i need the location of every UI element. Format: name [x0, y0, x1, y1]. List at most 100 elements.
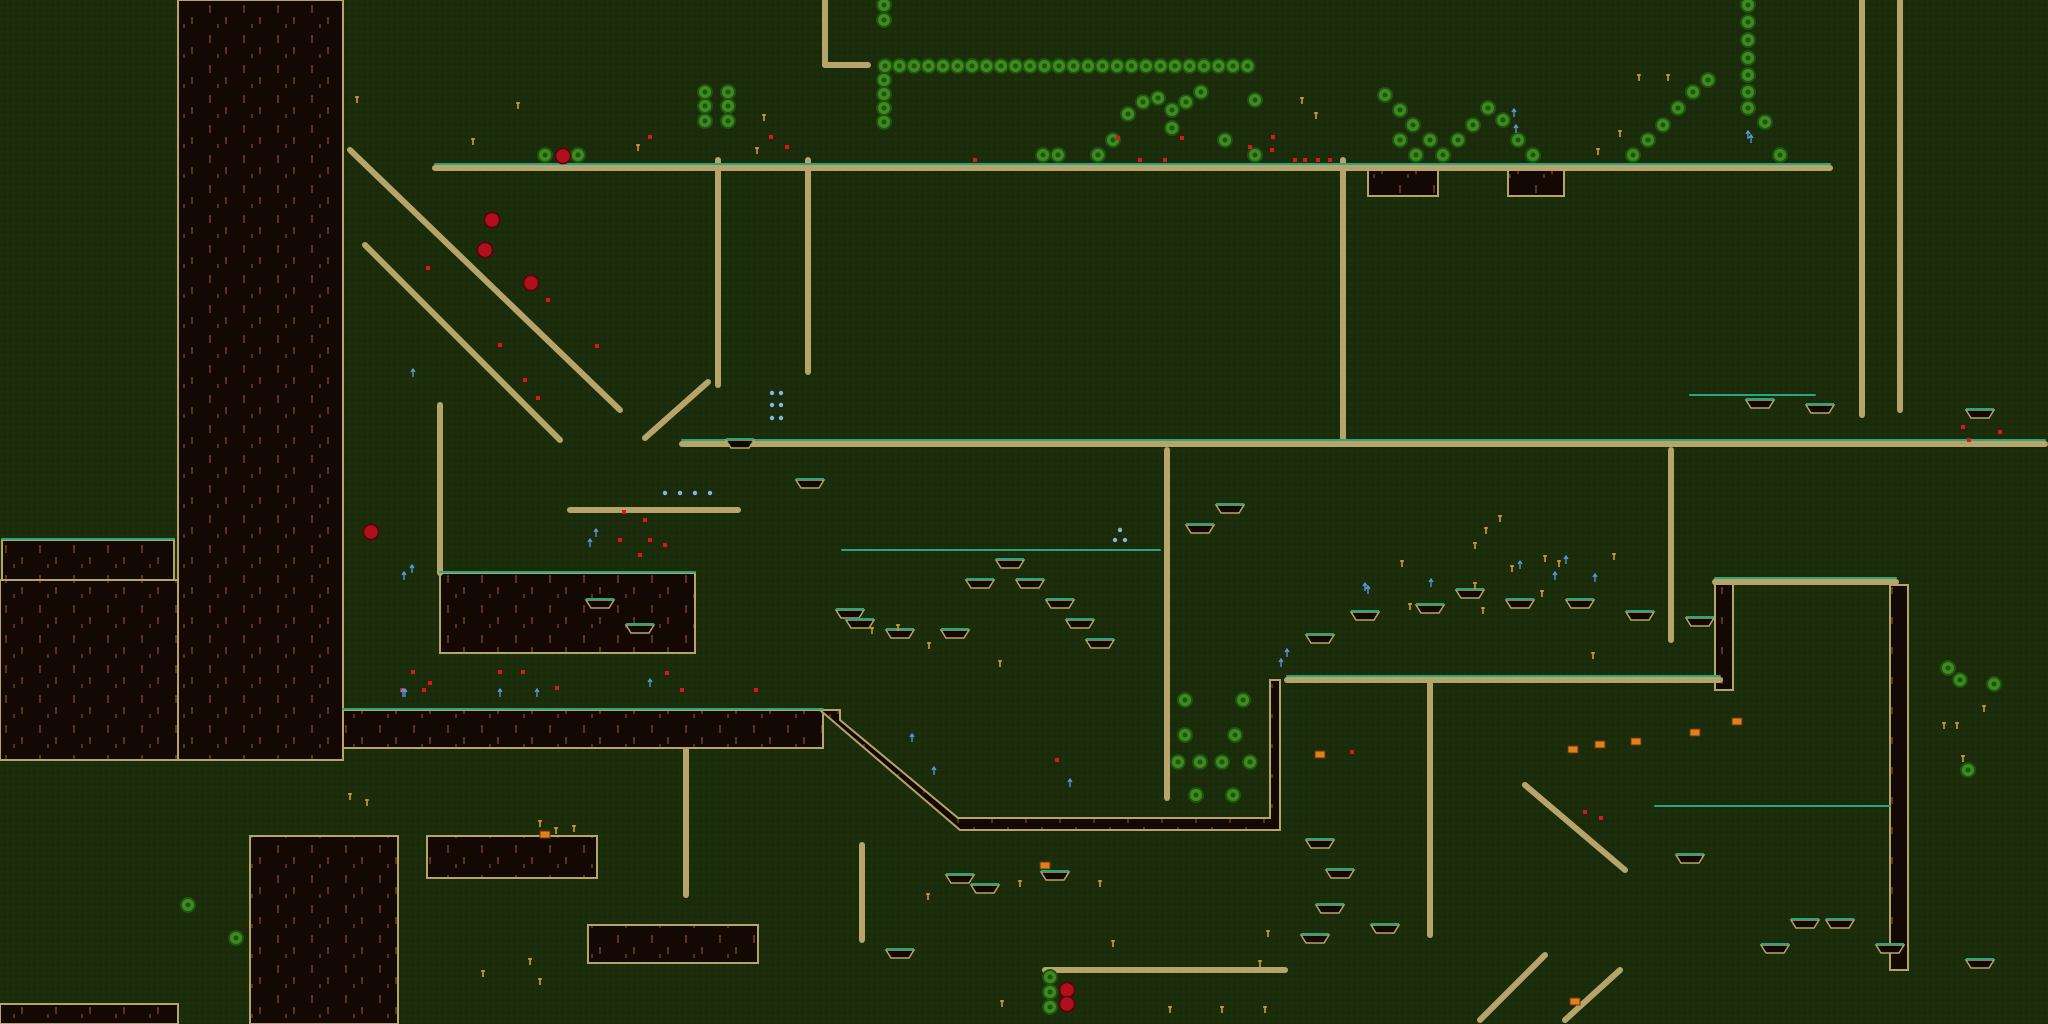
red-spark-icon	[1583, 810, 1587, 814]
sprout-icon	[1400, 560, 1404, 567]
sprout-icon	[1473, 542, 1477, 549]
red-spark-icon	[1961, 425, 1965, 429]
sprout-icon	[1961, 755, 1965, 762]
floating-platform	[939, 629, 971, 639]
bottom-slope-a	[1477, 952, 1548, 1023]
funnel-right	[642, 379, 711, 441]
chest-icon	[1630, 737, 1642, 746]
green-orb-core	[1040, 152, 1046, 158]
green-orb-core	[881, 119, 887, 125]
green-orb-core	[1397, 137, 1403, 143]
rock-ledge-left	[1, 539, 175, 581]
blue-arrow-icon	[497, 687, 503, 697]
sprout-icon	[1263, 1006, 1267, 1013]
sprout-icon	[1540, 590, 1544, 597]
red-orb-icon	[476, 241, 494, 259]
blue-arrow-icon	[1563, 554, 1569, 564]
chest-icon	[1689, 728, 1701, 737]
green-orb-core	[1645, 137, 1651, 143]
green-orb-core	[1047, 1004, 1053, 1010]
sprout-icon	[554, 827, 558, 834]
green-orb-core	[1413, 152, 1419, 158]
blue-arrows	[400, 107, 1754, 787]
floating-platform	[1674, 854, 1706, 864]
blue-arrow-icon	[1748, 133, 1754, 143]
green-orb-core	[940, 63, 946, 69]
floating-platform	[1744, 399, 1776, 409]
sprout-icon	[572, 825, 576, 832]
green-orb-core	[1745, 105, 1751, 111]
green-orb-core	[1745, 2, 1751, 8]
crystal-icon	[662, 490, 668, 496]
red-spark-icon	[422, 688, 426, 692]
blue-arrow-icon	[1517, 559, 1523, 569]
sprout-icon	[1484, 527, 1488, 534]
sprout-icon	[1612, 553, 1616, 560]
floating-platform	[1044, 599, 1076, 609]
green-orb-core	[1230, 792, 1236, 798]
crystal-icon	[1117, 527, 1123, 533]
green-orb-core	[926, 63, 931, 69]
green-orb-core	[1027, 63, 1033, 69]
red-spark-icon	[1163, 158, 1167, 162]
red-spark-icon	[428, 681, 432, 685]
red-spark-icon	[426, 266, 430, 270]
rock-pillar-right	[1714, 579, 1734, 691]
crystal-icon	[707, 490, 713, 496]
floating-platform	[1184, 524, 1216, 534]
blue-arrow-icon	[593, 527, 599, 537]
red-spark-icon	[785, 145, 789, 149]
green-orb-core	[1762, 119, 1768, 125]
sprout-icon	[516, 102, 520, 109]
green-orb-core	[1219, 759, 1225, 765]
crystal-icon	[778, 390, 784, 396]
green-orb-core	[969, 63, 975, 69]
sprout-icon	[355, 96, 359, 103]
floating-platform	[1304, 839, 1336, 849]
sprout-icon	[1000, 1000, 1004, 1007]
rock-strip-lower	[342, 709, 824, 749]
green-orb-core	[1158, 63, 1163, 69]
rock-ledge-lower	[426, 835, 598, 879]
red-spark-icon	[1293, 158, 1297, 162]
blue-arrow-icon	[647, 677, 653, 687]
green-orb-core	[1071, 63, 1076, 69]
green-orb-core	[542, 152, 548, 158]
crystal-icon	[692, 490, 698, 496]
red-spark-icon	[663, 543, 667, 547]
red-spark-icon	[754, 688, 758, 692]
green-orb-core	[1745, 55, 1751, 61]
blue-arrow-icon	[1067, 777, 1073, 787]
red-spark-icon	[595, 344, 599, 348]
chest-icon	[1039, 861, 1051, 870]
green-orb-core	[1252, 97, 1258, 103]
floating-platform	[884, 949, 916, 959]
green-orb-core	[1485, 105, 1491, 111]
green-orb-core	[1143, 63, 1149, 69]
crystal-icon	[1112, 537, 1118, 543]
red-spark-icon	[973, 158, 977, 162]
bottom-slope-b	[1562, 967, 1623, 1023]
red-spark-icon	[498, 343, 502, 347]
sprout-icon	[1168, 1006, 1172, 1013]
green-orb-core	[881, 2, 887, 8]
chest-icon	[1567, 745, 1579, 754]
green-orb-core	[702, 118, 708, 124]
sprout-icon	[1942, 722, 1946, 729]
green-orb-core	[1705, 77, 1711, 83]
crystal-icon	[778, 402, 784, 408]
sprout-icon	[365, 799, 369, 806]
floating-platform	[1369, 924, 1401, 934]
red-orb-icon	[483, 211, 501, 229]
sprout-icon	[1618, 130, 1622, 137]
blue-arrow-icon	[410, 367, 416, 377]
green-orb-core	[1155, 95, 1161, 101]
green-orb-core	[1110, 137, 1116, 143]
sprout-icon	[528, 958, 532, 965]
blue-arrow-icon	[1365, 584, 1371, 594]
chest-icon	[1314, 750, 1326, 759]
green-orb-core	[1690, 89, 1696, 95]
green-orb-core	[702, 103, 708, 109]
red-spark-icon	[1180, 136, 1184, 140]
